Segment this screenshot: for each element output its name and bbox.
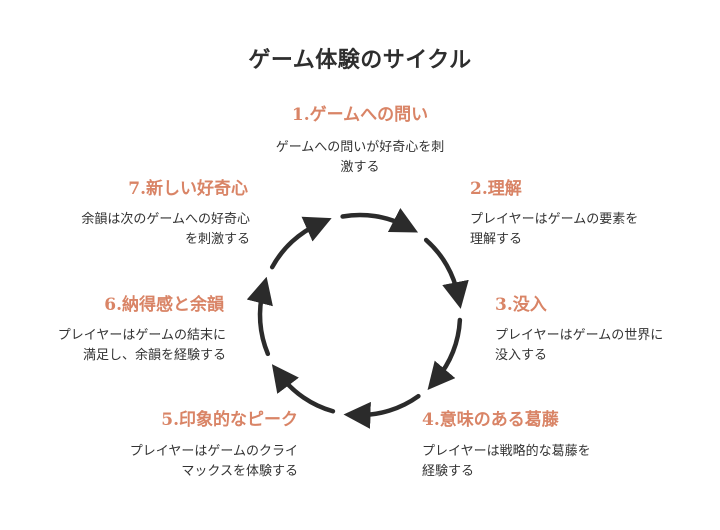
cycle-arrow-1 <box>340 208 419 233</box>
cycle-arrow-4 <box>343 393 421 429</box>
step-5-title: 5.印象的なピーク <box>161 410 298 430</box>
cycle-arrow-2 <box>423 237 469 309</box>
step-4-title: 4.意味のある葛藤 <box>422 410 559 430</box>
cycle-arrow-3 <box>427 317 463 390</box>
step-3-description: プレイヤーはゲームの世界に 没入する <box>495 328 664 363</box>
cycle-arrow-7 <box>269 216 332 270</box>
step-1-title: 1.ゲームへの問い <box>291 105 429 125</box>
step-1-description: ゲームへの問いが好奇心を刺 激する <box>275 140 445 175</box>
step-3-title: 3.没入 <box>495 295 547 315</box>
step-2-description: プレイヤーはゲームの要素を 理解する <box>470 212 639 247</box>
step-6-description: プレイヤーはゲームの結末に 満足し、余韻を経験する <box>57 328 226 363</box>
step-6-title: 6.納得感と余韻 <box>104 295 224 315</box>
step-4-description: プレイヤーは戦略的な葛藤を 経験する <box>422 444 591 479</box>
step-7-description: 余韻は次のゲームへの好奇心 を刺激する <box>81 212 250 247</box>
step-5-description: プレイヤーはゲームのクライ マックスを体験する <box>129 444 298 479</box>
cycle-arrow-6 <box>246 276 273 357</box>
cycle-arrow-5 <box>271 364 336 414</box>
step-7-title: 7.新しい好奇心 <box>128 179 248 199</box>
step-2-title: 2.理解 <box>470 179 522 199</box>
diagram-title: ゲーム体験のサイクル <box>248 47 472 73</box>
